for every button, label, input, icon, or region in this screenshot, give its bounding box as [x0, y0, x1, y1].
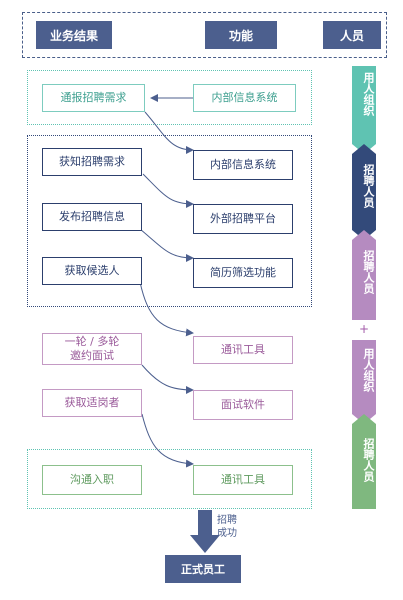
- role-chevron-1: [352, 66, 376, 154]
- connector-row5-to-row6: [141, 364, 194, 394]
- step-get-candidates: 获取候选人: [42, 257, 142, 285]
- role-label-1: 用人组织: [362, 72, 375, 116]
- role-label-5: 招聘人员: [362, 438, 375, 482]
- header-personnel: 人员: [323, 21, 381, 49]
- group-frame-request: [27, 70, 312, 125]
- role-label-4: 用人组织: [362, 348, 375, 392]
- step-onboarding: 沟通入职: [42, 465, 142, 495]
- connector-row1-to-row2: [144, 111, 194, 154]
- role-chevron-2: [352, 144, 376, 240]
- step-invite-interviews: 一轮 / 多轮 邀约面试: [42, 333, 142, 365]
- tool-interview-software: 面试软件: [193, 390, 293, 420]
- role-chevron-3: [352, 230, 376, 320]
- connector-row2-to-row3: [142, 173, 194, 208]
- tool-internal-system-1: 内部信息系统: [193, 84, 296, 112]
- connector-row6-to-row7: [141, 413, 194, 468]
- step-report-demand: 通报招聘需求: [42, 84, 145, 112]
- tool-communication-2: 通讯工具: [193, 465, 293, 495]
- connector-row4-to-row5: [139, 281, 194, 337]
- success-label: 招聘 成功: [217, 515, 237, 539]
- group-frame-onboard: [27, 449, 312, 509]
- tool-internal-system-2: 内部信息系统: [193, 150, 293, 180]
- group-frame-recruit: [27, 135, 312, 307]
- final-employee: 正式员工: [165, 555, 241, 583]
- tool-communication-1: 通讯工具: [193, 336, 293, 364]
- connector-row3-to-row4: [139, 228, 194, 262]
- tool-external-platform: 外部招聘平台: [193, 204, 293, 234]
- success-down-arrow: [190, 510, 220, 553]
- role-chevron-5: [352, 414, 376, 509]
- header-business-result: 业务结果: [36, 21, 112, 49]
- tool-resume-screening: 简历筛选功能: [193, 258, 293, 288]
- role-chevron-4: [352, 340, 376, 424]
- header-function: 功能: [205, 21, 277, 49]
- role-label-3: 招聘人员: [362, 250, 375, 294]
- role-plus: +: [358, 322, 370, 336]
- step-get-suitable: 获取适岗者: [42, 389, 142, 417]
- role-label-2: 招聘人员: [362, 164, 375, 208]
- header-frame: [22, 12, 387, 58]
- step-receive-demand: 获知招聘需求: [42, 148, 142, 176]
- step-publish-info: 发布招聘信息: [42, 203, 142, 231]
